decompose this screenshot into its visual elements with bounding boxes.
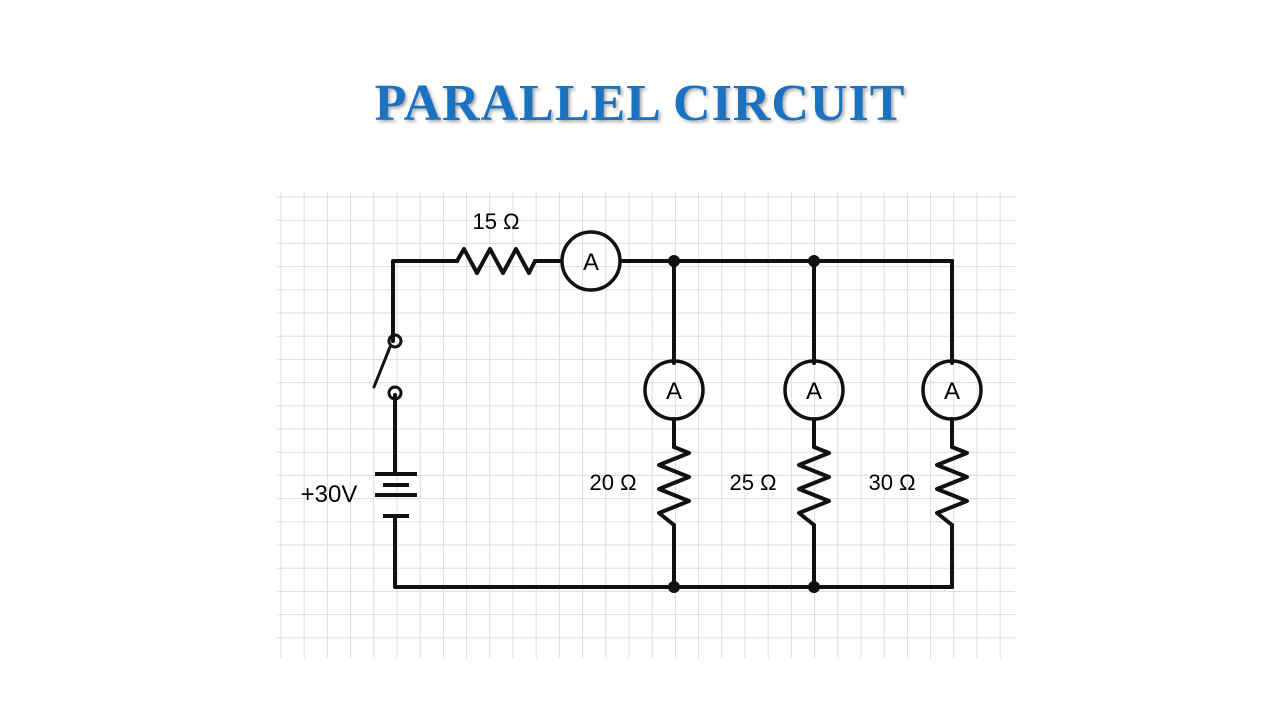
ammeter-branch-3 (921, 359, 983, 421)
ammeter-series-symbol: A (583, 249, 599, 276)
ammeter-series (560, 230, 622, 292)
series-resistor-label: 15 Ω (472, 209, 519, 234)
switch-contact-top (387, 333, 403, 349)
battery-plate-4 (383, 514, 409, 518)
branch-resistor-1 (657, 445, 691, 527)
switch-lever (372, 345, 392, 389)
battery-plate-3 (375, 493, 417, 497)
switch-contact-bottom (387, 385, 403, 401)
series-resistor (455, 247, 537, 275)
ammeter-branch-3-symbol: A (944, 378, 960, 405)
junction-bottom-1 (668, 581, 680, 593)
junction-top-1 (668, 255, 680, 267)
branch-resistor-3 (935, 445, 969, 527)
source-voltage-label: +30V (301, 481, 358, 508)
branch-resistor-label-1: 20 Ω (589, 470, 636, 495)
battery-plate-2 (383, 483, 409, 487)
junction-bottom-2 (808, 581, 820, 593)
branch-resistor-2 (797, 445, 831, 527)
wire-top-left (391, 259, 459, 343)
ammeter-branch-2 (783, 359, 845, 421)
ammeter-branch-2-symbol: A (806, 378, 822, 405)
grid-background (277, 191, 1015, 658)
circuit-diagram: 15 Ω +30V 20 Ω 25 Ω 30 Ω A A A A (277, 191, 1015, 658)
battery-plate-1 (375, 472, 417, 476)
ammeter-branch-1-symbol: A (666, 378, 682, 405)
branch-resistor-label-2: 25 Ω (729, 470, 776, 495)
battery (375, 472, 417, 518)
wire-left-bottom (393, 514, 954, 589)
ammeter-branch-1 (643, 359, 705, 421)
junction-top-2 (808, 255, 820, 267)
branch-resistor-label-3: 30 Ω (868, 470, 915, 495)
page-title: PARALLEL CIRCUIT (374, 75, 906, 132)
